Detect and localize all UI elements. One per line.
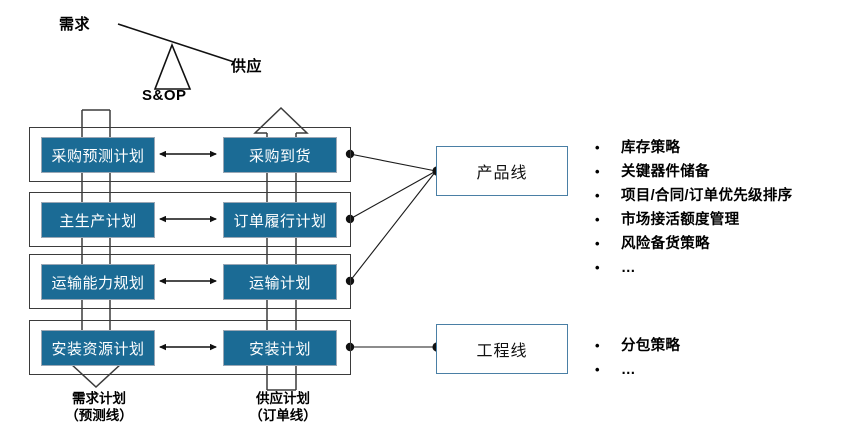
fulcrum-triangle bbox=[153, 42, 192, 90]
connector-nodes bbox=[345, 149, 442, 352]
plan-box-master-production[interactable]: 主生产计划 bbox=[41, 202, 155, 238]
list-item: • 项目/合同/订单优先级排序 bbox=[595, 185, 792, 209]
supply-track-caption-line1: 供应计划 bbox=[256, 391, 310, 406]
list-item-label: 市场接活额度管理 bbox=[621, 212, 740, 228]
bullet-list-engineering-line: • 分包策略 • … bbox=[595, 335, 680, 383]
demand-track-caption-line2: （预测线） bbox=[65, 408, 133, 423]
list-item-label: 风险备货策略 bbox=[621, 236, 710, 252]
list-item: • … bbox=[595, 359, 680, 383]
lever-demand-label: 需求 bbox=[59, 16, 91, 33]
lever-supply-label: 供应 bbox=[231, 58, 263, 75]
bullet-list-product-line: • 库存策略 • 关键器件储备 • 项目/合同/订单优先级排序 • 市场接活额度… bbox=[595, 137, 792, 281]
list-item-label: 项目/合同/订单优先级排序 bbox=[621, 188, 793, 204]
plan-box-procurement-arrival[interactable]: 采购到货 bbox=[223, 137, 337, 173]
bullet-dot-icon: • bbox=[595, 338, 600, 353]
bullet-dot-icon: • bbox=[595, 260, 600, 275]
category-box-product-line[interactable]: 产品线 bbox=[436, 146, 568, 196]
plan-box-transport-plan[interactable]: 运输计划 bbox=[223, 264, 337, 300]
plan-box-installation-plan[interactable]: 安装计划 bbox=[223, 330, 337, 366]
plan-row-production: 主生产计划 订单履行计划 bbox=[29, 192, 351, 247]
list-item-label: 分包策略 bbox=[621, 338, 681, 354]
list-item: • 关键器件储备 bbox=[595, 161, 792, 185]
list-item-label: … bbox=[621, 260, 636, 276]
list-item: • … bbox=[595, 257, 792, 281]
demand-track-caption-line1: 需求计划 bbox=[72, 391, 126, 406]
supply-track-caption-line2: （订单线） bbox=[249, 408, 317, 423]
plan-box-procurement-forecast[interactable]: 采购预测计划 bbox=[41, 137, 155, 173]
list-item: • 市场接活额度管理 bbox=[595, 209, 792, 233]
category-connectors bbox=[349, 153, 437, 348]
row-bidirectional-arrows bbox=[159, 150, 217, 351]
lever-beam bbox=[117, 23, 235, 63]
plan-row-installation: 安装资源计划 安装计划 bbox=[29, 320, 351, 375]
list-item: • 分包策略 bbox=[595, 335, 680, 359]
category-box-engineering-line[interactable]: 工程线 bbox=[436, 324, 568, 374]
list-item: • 库存策略 bbox=[595, 137, 792, 161]
list-item-label: 关键器件储备 bbox=[621, 164, 710, 180]
demand-track-caption: 需求计划 （预测线） bbox=[40, 390, 158, 424]
plan-box-transport-capacity[interactable]: 运输能力规划 bbox=[41, 264, 155, 300]
bullet-dot-icon: • bbox=[595, 236, 600, 251]
bullet-dot-icon: • bbox=[595, 362, 600, 377]
bullet-dot-icon: • bbox=[595, 188, 600, 203]
lever-sop-label: S&OP bbox=[142, 87, 187, 104]
plan-row-procurement: 采购预测计划 采购到货 bbox=[29, 127, 351, 182]
plan-box-order-fulfillment[interactable]: 订单履行计划 bbox=[223, 202, 337, 238]
list-item-label: 库存策略 bbox=[621, 140, 681, 156]
bullet-dot-icon: • bbox=[595, 140, 600, 155]
bullet-dot-icon: • bbox=[595, 212, 600, 227]
bullet-dot-icon: • bbox=[595, 164, 600, 179]
list-item-label: … bbox=[621, 362, 636, 378]
plan-box-installation-resource[interactable]: 安装资源计划 bbox=[41, 330, 155, 366]
supply-track-caption: 供应计划 （订单线） bbox=[224, 390, 342, 424]
plan-row-transport: 运输能力规划 运输计划 bbox=[29, 254, 351, 309]
list-item: • 风险备货策略 bbox=[595, 233, 792, 257]
